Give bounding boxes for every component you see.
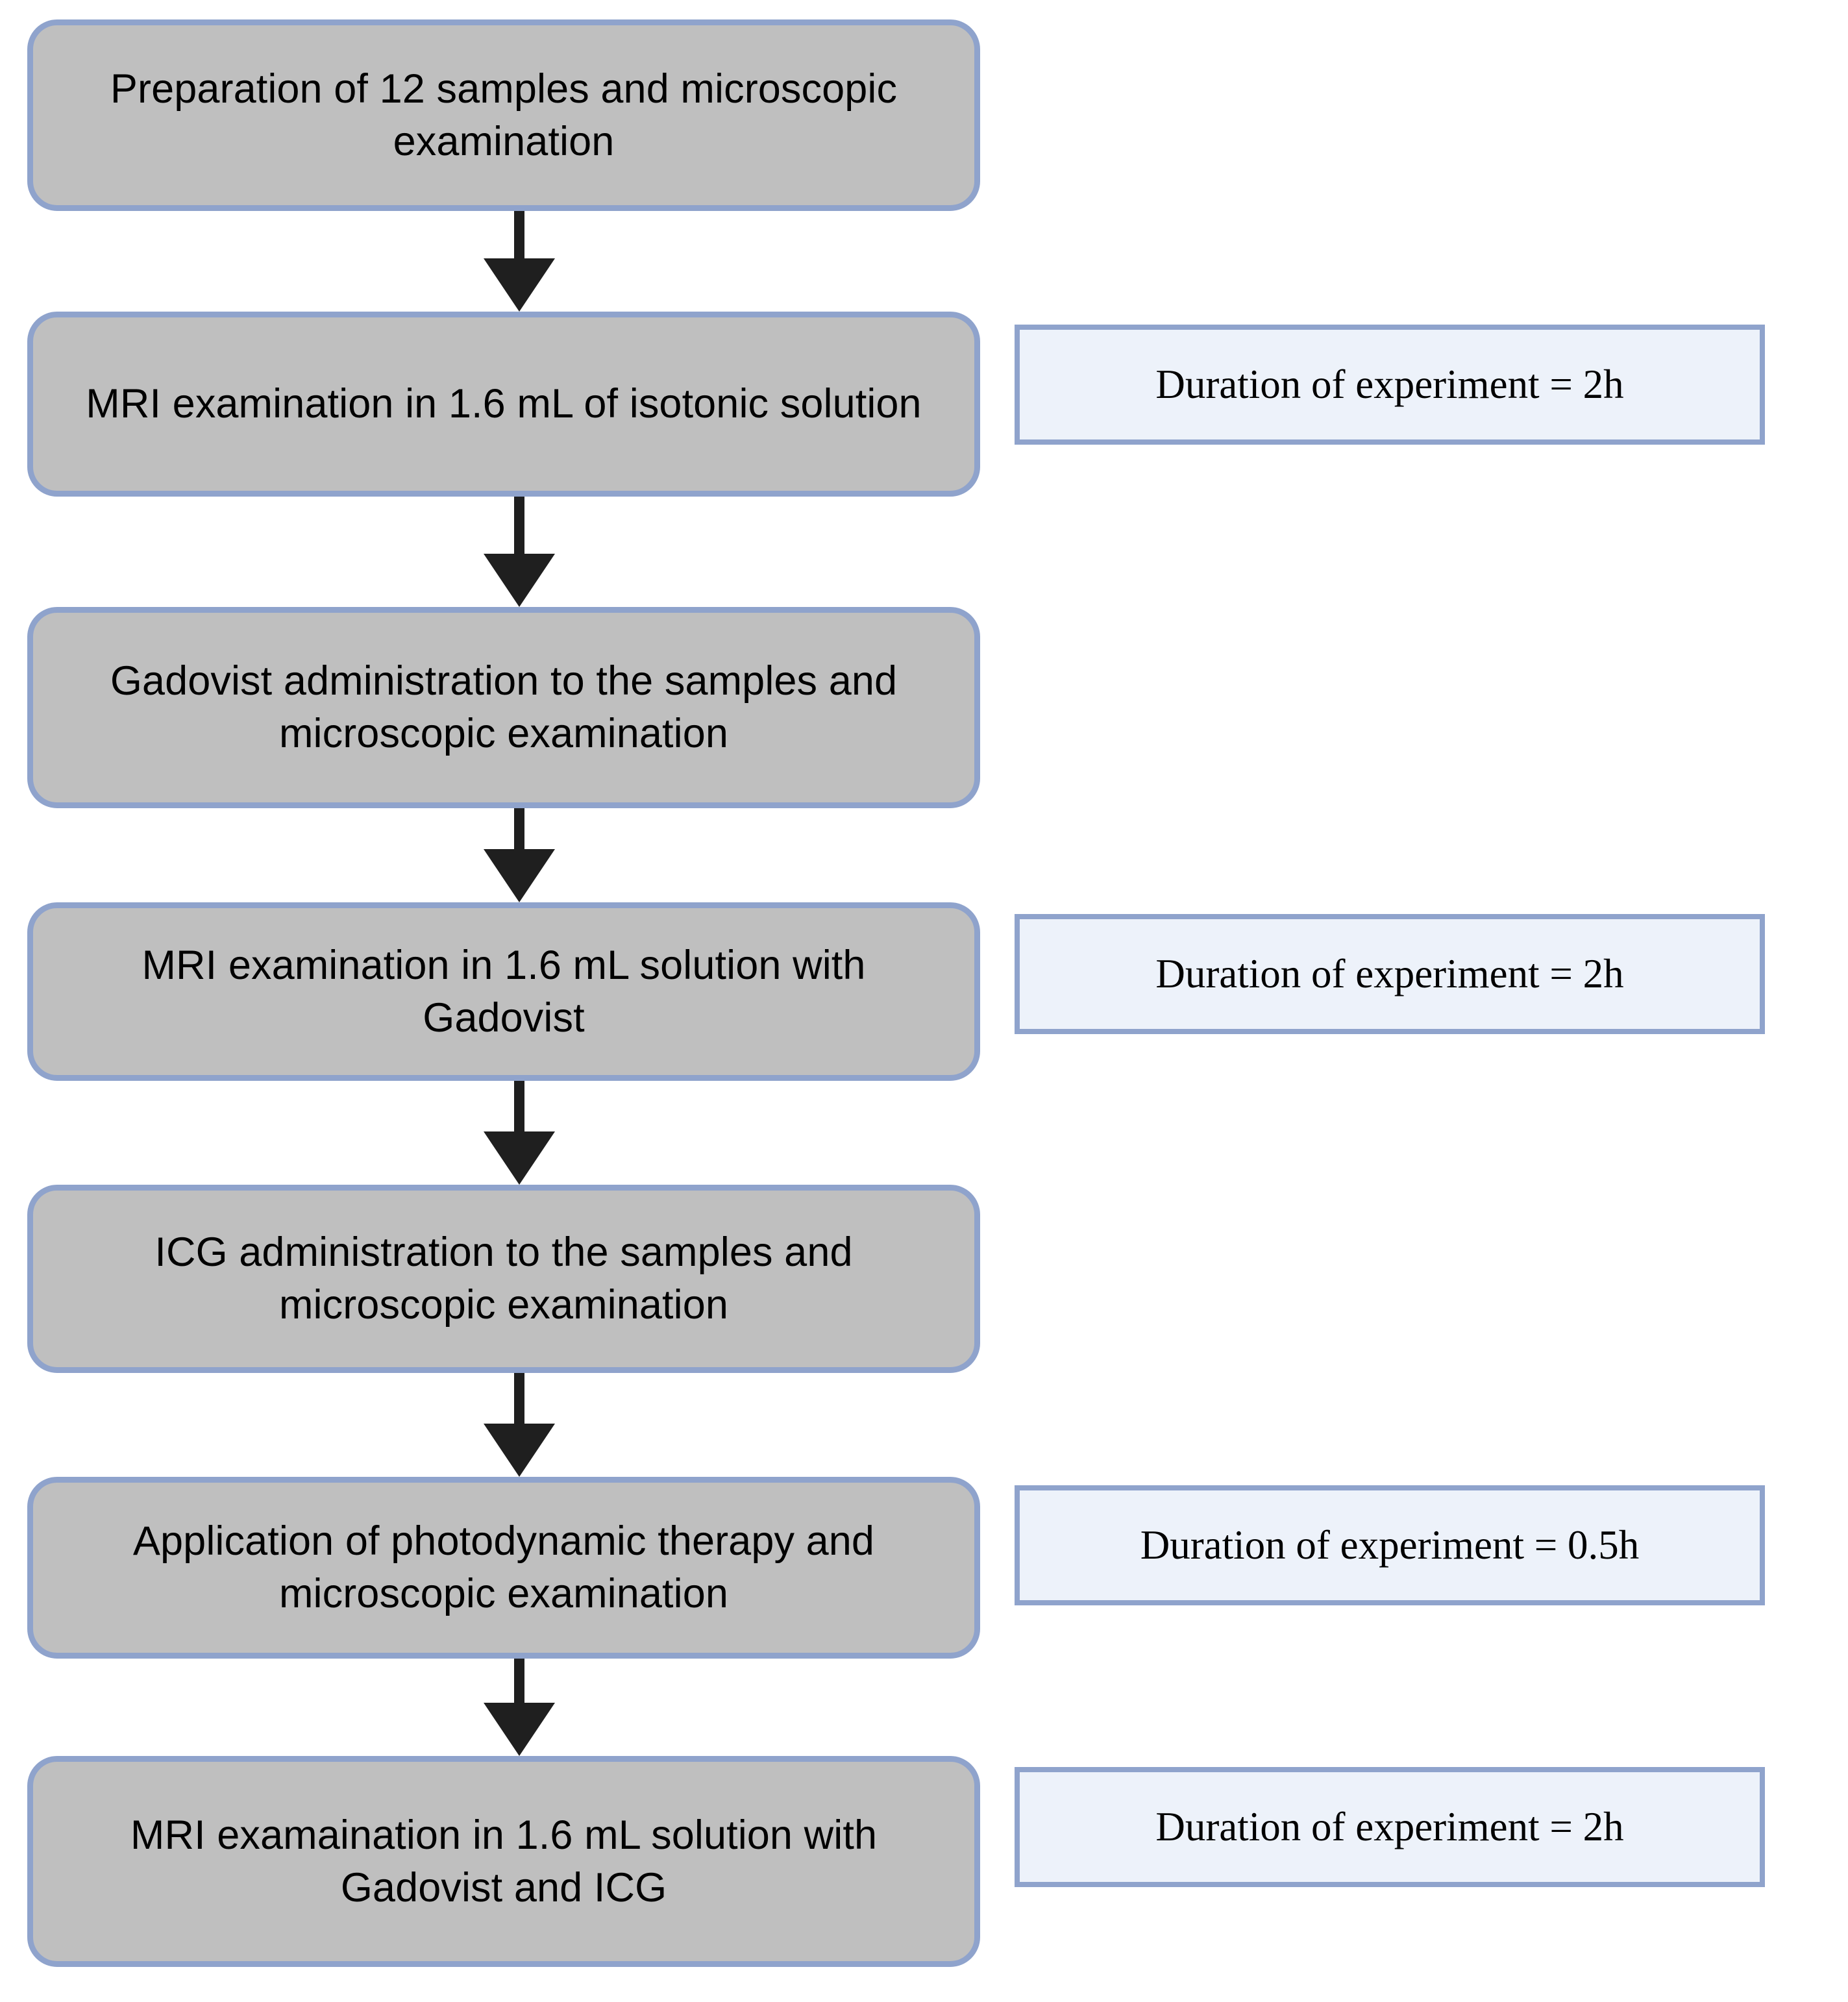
arrow-head-icon (484, 554, 555, 607)
arrow-head-icon (484, 1131, 555, 1185)
arrow-shaft (514, 1373, 524, 1424)
arrow-shaft (514, 211, 524, 258)
process-step-5[interactable]: ICG administration to the samples and mi… (27, 1185, 980, 1373)
duration-note-step-2[interactable]: Duration of experiment = 2h (1015, 325, 1765, 445)
arrow-shaft (514, 808, 524, 849)
duration-note-step-4[interactable]: Duration of experiment = 2h (1015, 914, 1765, 1034)
duration-note-step-6[interactable]: Duration of experiment = 0.5h (1015, 1485, 1765, 1605)
process-step-7[interactable]: MRI examaination in 1.6 mL solution with… (27, 1756, 980, 1967)
process-step-4[interactable]: MRI examination in 1.6 mL solution with … (27, 902, 980, 1081)
duration-note-step-2-label: Duration of experiment = 2h (1155, 361, 1624, 407)
arrow-shaft (514, 1659, 524, 1703)
duration-note-step-7-label: Duration of experiment = 2h (1155, 1803, 1624, 1849)
process-step-3[interactable]: Gadovist administration to the samples a… (27, 607, 980, 808)
arrow-shaft (514, 1081, 524, 1131)
arrow-head-icon (484, 258, 555, 312)
process-step-4-label: MRI examination in 1.6 mL solution with … (142, 942, 866, 1041)
process-step-5-label: ICG administration to the samples and mi… (154, 1230, 853, 1328)
process-step-6-label: Application of photodynamic therapy and … (132, 1518, 875, 1616)
process-step-1[interactable]: Preparation of 12 samples and microscopi… (27, 19, 980, 211)
process-step-3-label: Gadovist administration to the samples a… (110, 658, 898, 756)
process-step-2[interactable]: MRI examination in 1.6 mL of isotonic so… (27, 312, 980, 497)
process-step-6[interactable]: Application of photodynamic therapy and … (27, 1477, 980, 1659)
duration-note-step-4-label: Duration of experiment = 2h (1155, 950, 1624, 996)
process-step-2-label: MRI examination in 1.6 mL of isotonic so… (86, 381, 922, 427)
process-step-7-label: MRI examaination in 1.6 mL solution with… (130, 1812, 878, 1910)
arrow-head-icon (484, 1703, 555, 1756)
arrow-head-icon (484, 849, 555, 902)
arrow-shaft (514, 497, 524, 554)
process-step-1-label: Preparation of 12 samples and microscopi… (110, 66, 898, 164)
arrow-head-icon (484, 1424, 555, 1477)
duration-note-step-6-label: Duration of experiment = 0.5h (1140, 1522, 1640, 1568)
duration-note-step-7[interactable]: Duration of experiment = 2h (1015, 1767, 1765, 1887)
